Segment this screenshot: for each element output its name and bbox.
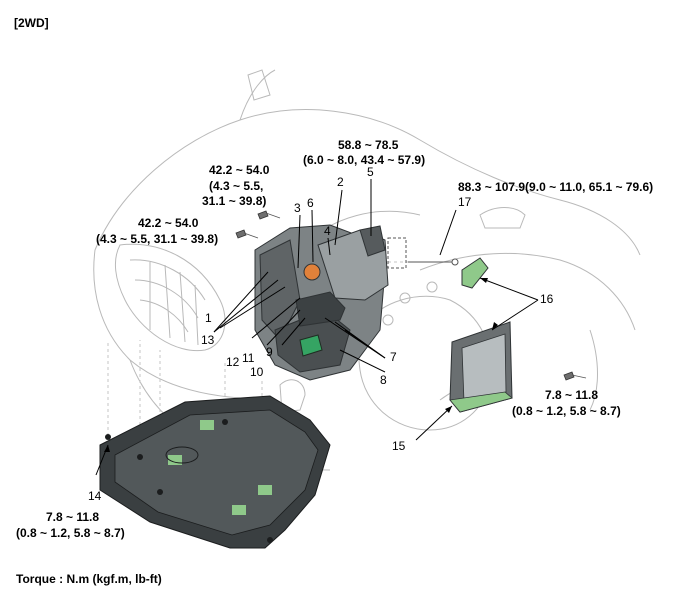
variant-label: [2WD]	[14, 16, 49, 30]
torque-detail: (0.8 ~ 1.2, 5.8 ~ 8.7)	[512, 404, 621, 418]
callout-6: 6	[307, 196, 314, 210]
torque-detail: (0.8 ~ 1.2, 5.8 ~ 8.7)	[16, 526, 125, 540]
torque-value: 42.2 ~ 54.0	[209, 163, 270, 177]
transaxle-assembly	[254, 224, 459, 381]
callout-8: 8	[380, 373, 387, 387]
torque-units-note: Torque : N.m (kgf.m, lb-ft)	[16, 572, 162, 586]
under-cover	[99, 395, 331, 549]
torque-value: 58.8 ~ 78.5	[338, 138, 399, 152]
callout-3: 3	[294, 201, 301, 215]
callout-16: 16	[540, 292, 554, 306]
small-cover	[461, 257, 489, 289]
torque-value: 42.2 ~ 54.0	[138, 216, 199, 230]
callout-13: 13	[201, 333, 215, 347]
torque-value: 88.3 ~ 107.9(9.0 ~ 11.0, 65.1 ~ 79.6)	[458, 180, 654, 194]
torque-detail: (4.3 ~ 5.5,	[209, 179, 264, 193]
callout-11: 11	[242, 351, 255, 365]
callout-4: 4	[324, 224, 331, 238]
leader-lines	[95, 179, 539, 476]
bolt-icons	[235, 210, 587, 381]
callout-17: 17	[458, 195, 472, 209]
callout-7: 7	[390, 350, 397, 364]
torque-detail: (4.3 ~ 5.5, 31.1 ~ 39.8)	[96, 232, 219, 246]
torque-detail: 31.1 ~ 39.8)	[202, 194, 267, 208]
callout-1: 1	[205, 311, 212, 325]
torque-value: 7.8 ~ 11.8	[46, 510, 100, 524]
callout-15: 15	[392, 439, 406, 453]
arrowheads	[104, 278, 498, 452]
callout-10: 10	[250, 365, 264, 379]
callout-9: 9	[266, 345, 273, 359]
torque-value: 7.8 ~ 11.8	[545, 388, 599, 402]
torque-detail: (6.0 ~ 8.0, 43.4 ~ 57.9)	[303, 153, 426, 167]
callout-14: 14	[88, 489, 102, 503]
callout-5: 5	[367, 165, 374, 179]
callout-12: 12	[226, 355, 240, 369]
callout-2: 2	[337, 175, 344, 189]
side-cover	[449, 321, 513, 413]
